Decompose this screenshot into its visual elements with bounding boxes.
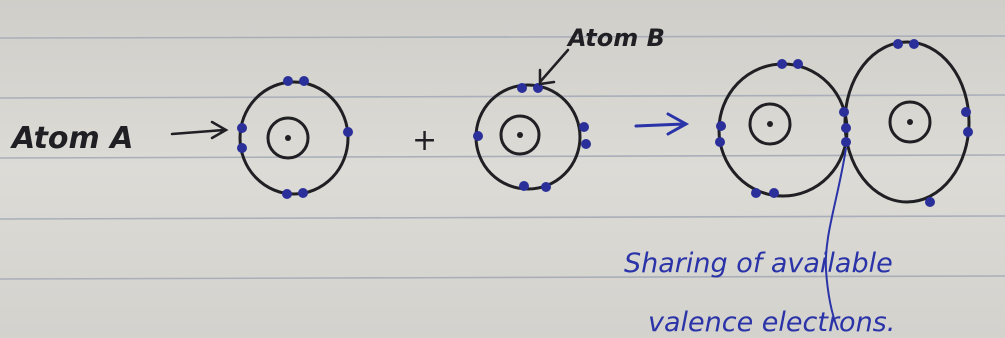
caption-line-2: valence electrons. (648, 307, 895, 338)
atom-b-arrow (538, 48, 570, 86)
reaction-arrow (634, 112, 690, 136)
atom-b-label: Atom B (566, 24, 665, 52)
molecule (715, 39, 973, 207)
atom-a-arrow (170, 120, 229, 140)
atom-a-label: Atom A (10, 121, 133, 156)
plus-sign: + (412, 123, 437, 158)
atom-b (473, 83, 591, 192)
atom-a (237, 76, 353, 199)
caption-line-1: Sharing of available (624, 248, 893, 279)
caption-pointer (824, 147, 847, 331)
